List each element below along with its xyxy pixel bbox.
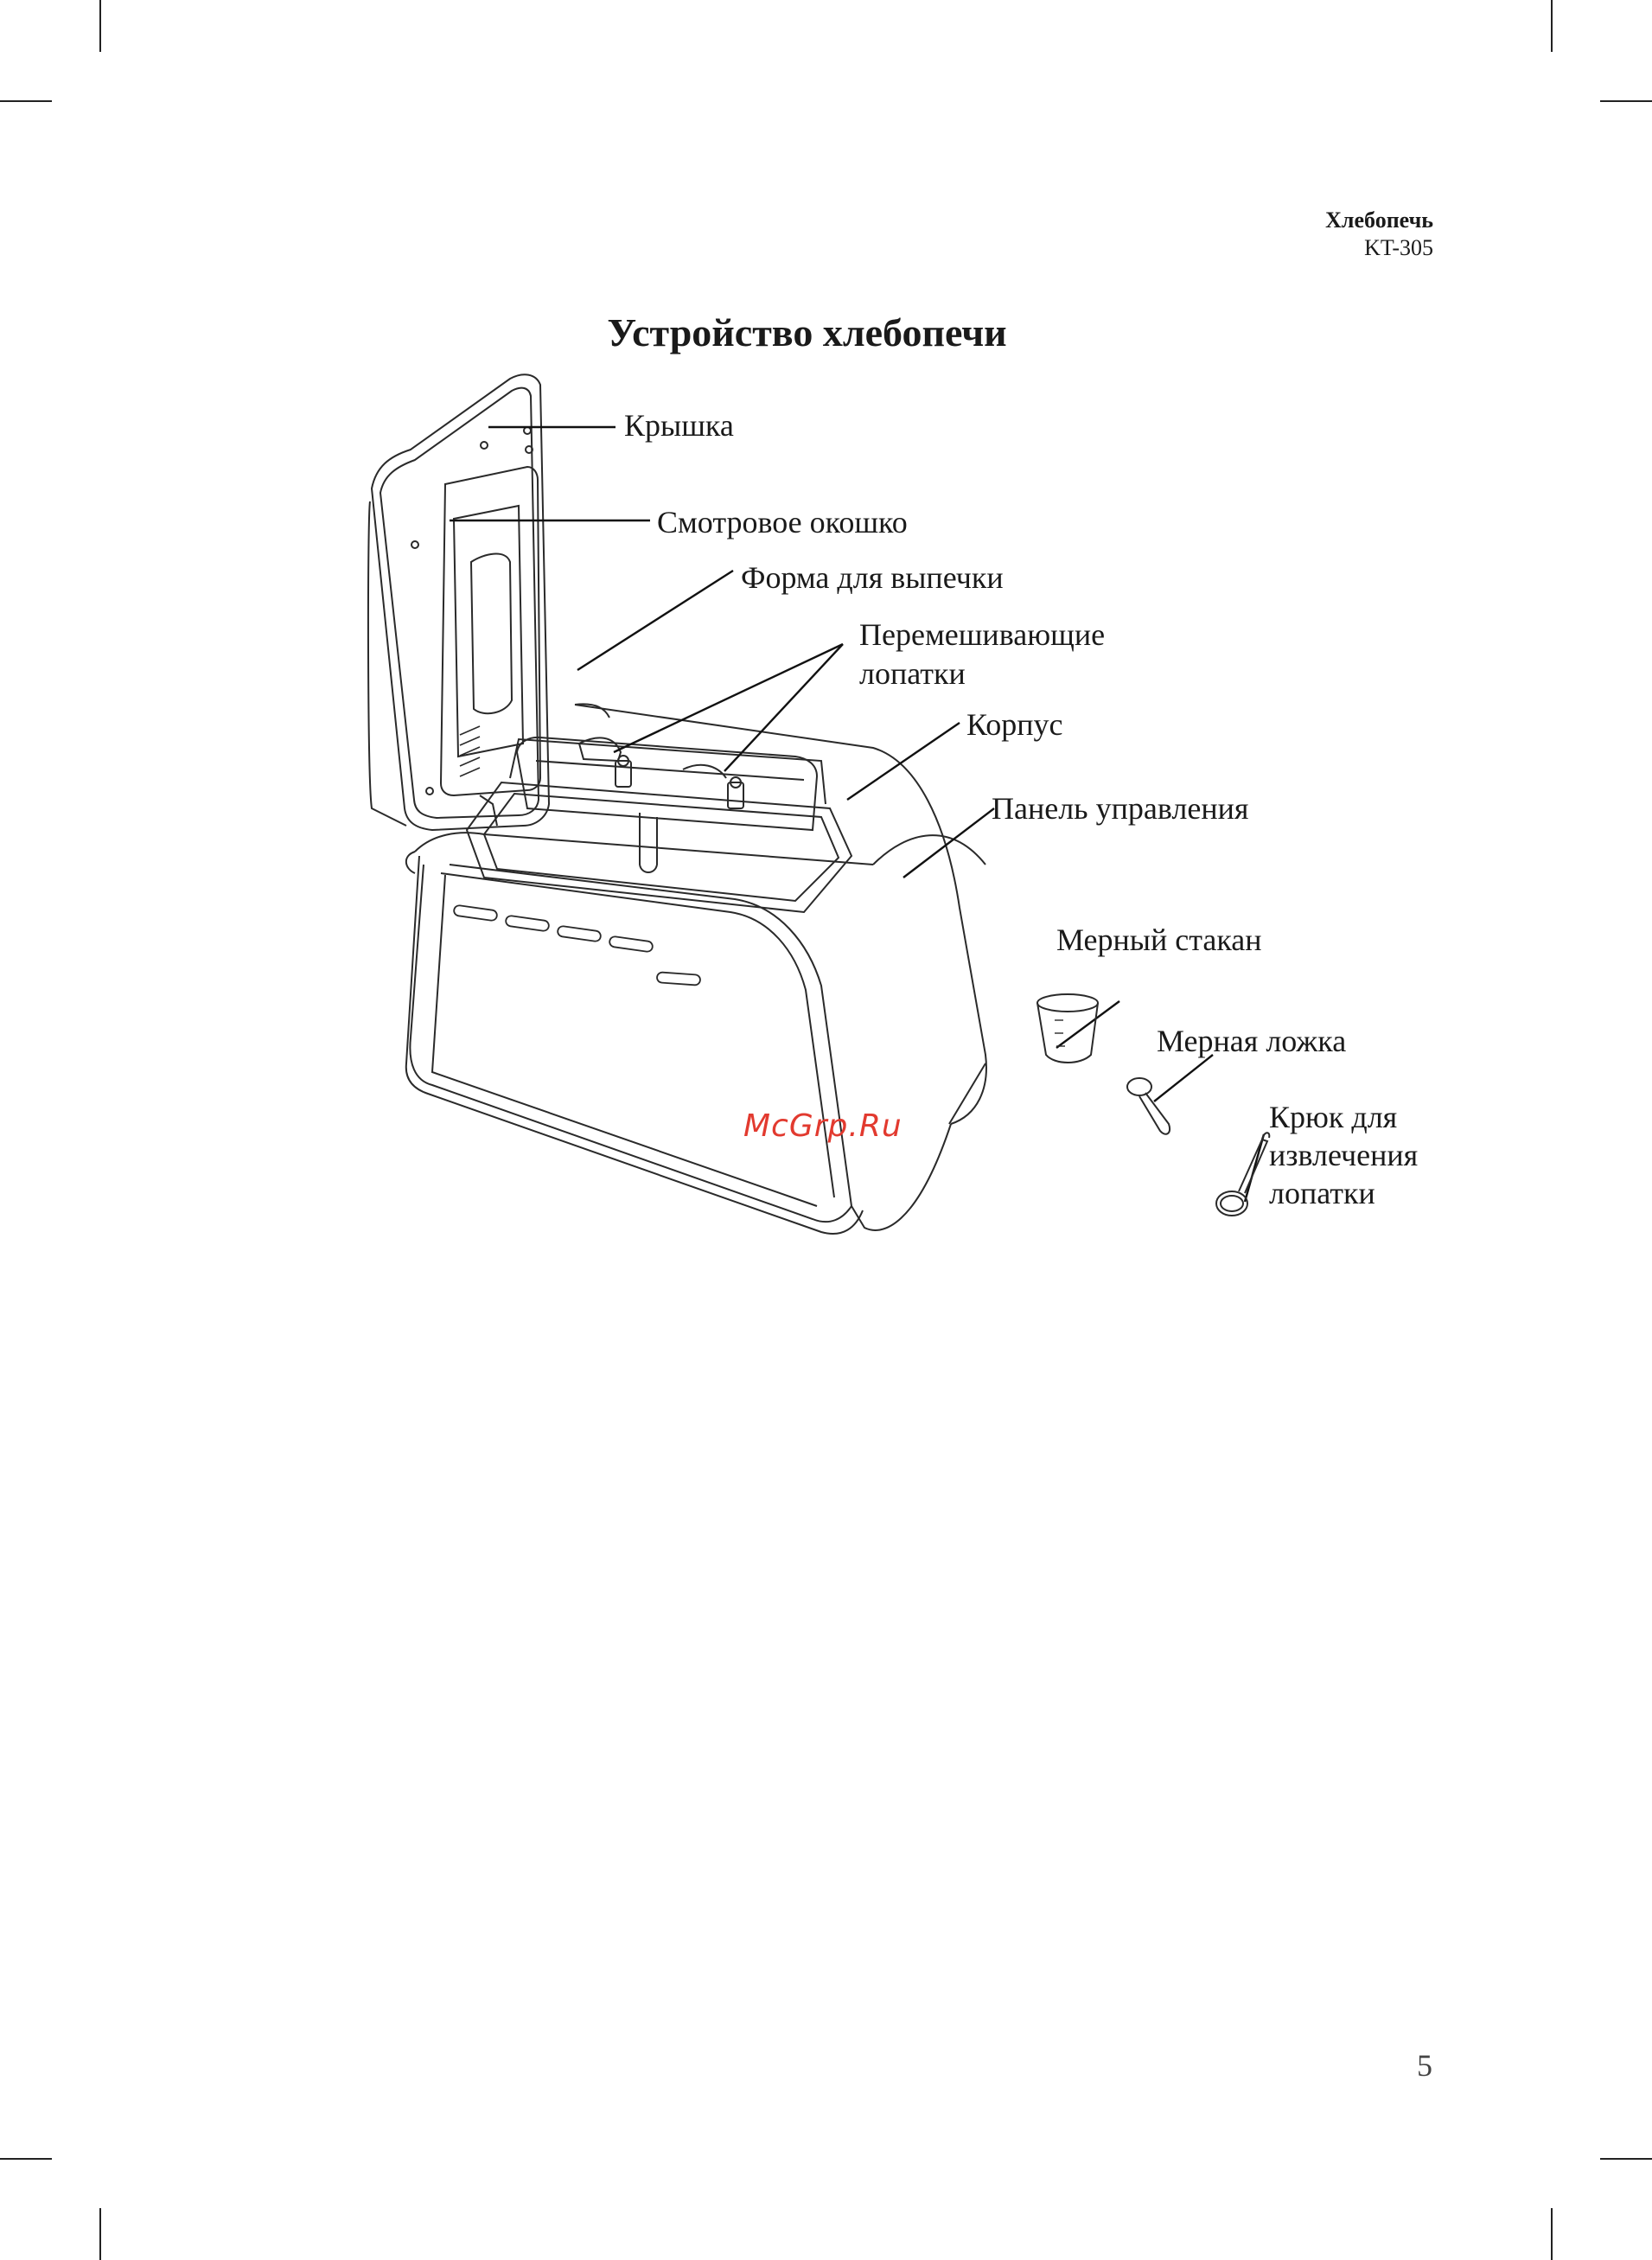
watermark: McGrp.Ru [743,1108,903,1144]
label-kneading-paddles-line2: лопатки [859,654,966,693]
lid-drawing [368,374,549,830]
label-kneading-paddles-line1: Перемешивающие [859,616,1105,654]
label-baking-pan: Форма для выпечки [741,559,1004,597]
front-slots [453,905,700,986]
label-measuring-cup: Мерный стакан [1056,921,1262,959]
label-control-panel: Панель управления [992,789,1248,827]
baking-pan-drawing [467,737,852,912]
label-lid: Крышка [624,406,734,444]
label-housing: Корпус [966,705,1062,744]
label-hook-line1: Крюк для [1269,1098,1397,1136]
measuring-cup-drawing [1037,994,1098,1063]
measuring-spoon-drawing [1127,1078,1170,1134]
housing-drawing [406,704,986,1234]
label-measuring-spoon: Мерная ложка [1157,1022,1346,1060]
label-hook-line2: извлечения [1269,1136,1418,1174]
label-hook-line3: лопатки [1269,1174,1375,1212]
label-viewing-window: Смотровое окошко [657,503,908,541]
page-number: 5 [1417,2047,1432,2084]
